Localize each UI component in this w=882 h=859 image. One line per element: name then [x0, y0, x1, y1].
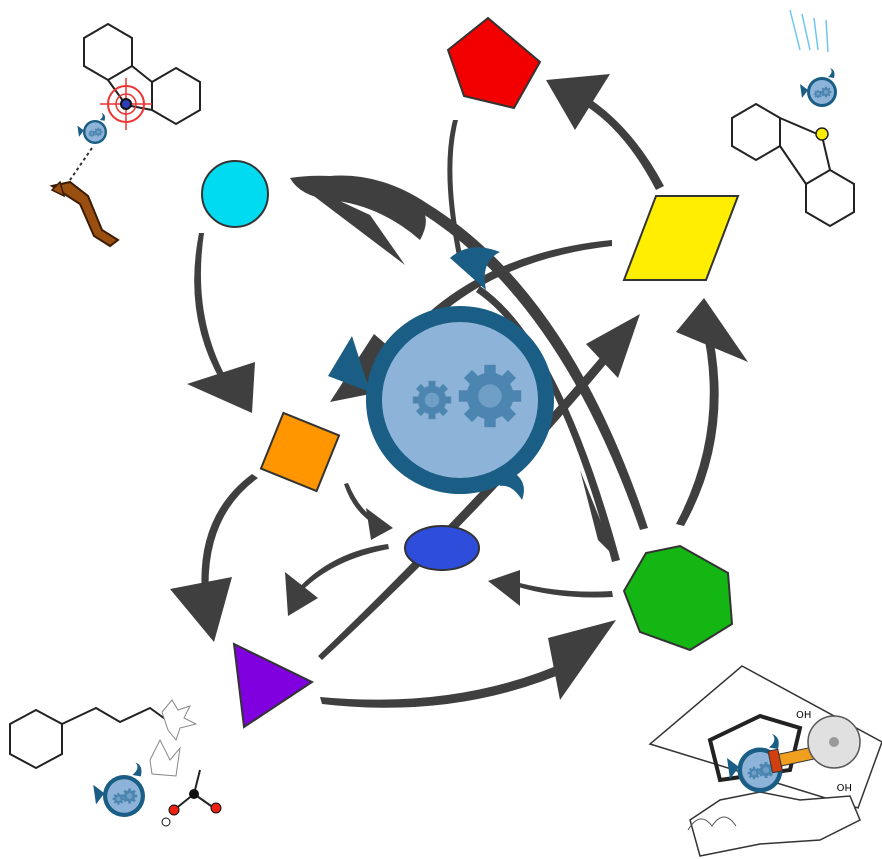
label-oh-top: OH [796, 710, 811, 721]
slingshot-icon [49, 113, 120, 248]
arrow-circle-to-square [187, 233, 255, 413]
fluorene-bound-icon [731, 102, 855, 228]
falling-catalyst-icon [789, 9, 837, 107]
arrow-hexagon-to-diamond [676, 298, 748, 526]
carboxylic-acid-icon [93, 738, 222, 827]
cyan-circle [201, 160, 269, 228]
yellow-diamond [622, 195, 740, 281]
red-pentagon [446, 16, 542, 110]
arrow-square-to-triangle [170, 474, 258, 642]
fluorene-target-icon [83, 22, 201, 130]
purple-triangle [232, 642, 315, 729]
arrow-diamond-to-pentagon [546, 74, 664, 190]
phenol-saw-icon: OH HO [648, 665, 882, 857]
arrow-triangle-to-diamond [318, 314, 640, 660]
label-oh-bottom: HO [836, 781, 852, 792]
central-catalyst-icon [328, 247, 554, 500]
blue-ellipse [404, 525, 480, 571]
arrow-hexagon-to-circle [290, 175, 648, 531]
arrow-ellipse-to-triangle [285, 544, 389, 616]
green-hexagon [622, 544, 734, 652]
orange-square [259, 411, 341, 493]
arrow-pentagon-to-catalyst [447, 120, 462, 256]
alkyl-cyclohexane-icon [9, 699, 198, 770]
arrow-inner-arc [476, 286, 620, 562]
arrow-square-to-ellipse [344, 483, 393, 540]
arrow-triangle-to-hexagon [320, 620, 616, 708]
arrow-hexagon-to-ellipse [488, 570, 613, 606]
